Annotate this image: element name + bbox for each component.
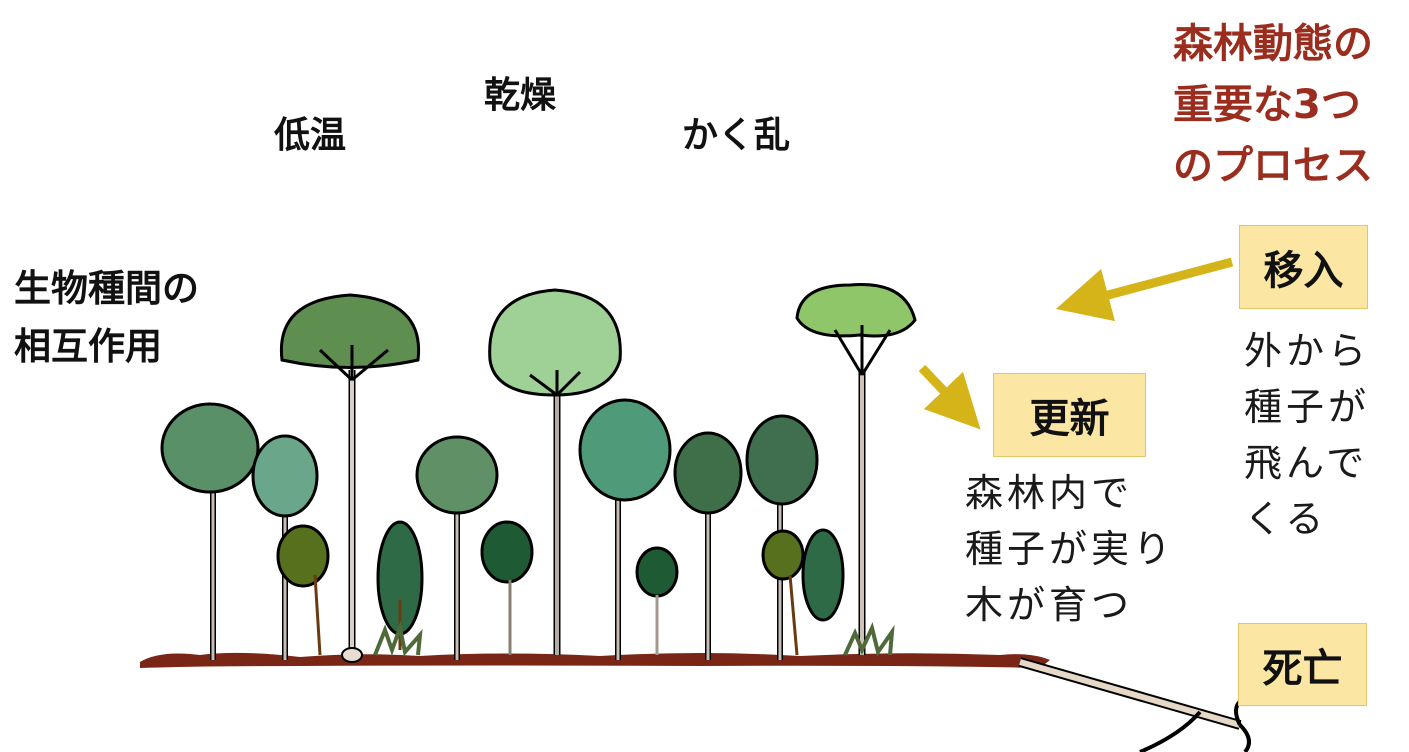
tree-center-2 (578, 398, 672, 660)
regeneration-desc-line: 森林内で (965, 471, 1134, 515)
grass-1 (373, 620, 423, 657)
regeneration-desc-line: 木が育つ (965, 583, 1134, 627)
small-tree-4 (276, 524, 330, 588)
immigration-desc-line: 外から (1244, 329, 1371, 373)
ground (140, 652, 1050, 668)
regeneration-box: 更新 (993, 373, 1146, 457)
fallen-tree (1018, 657, 1251, 752)
tall-tree-left (279, 293, 421, 663)
tree-left-2 (251, 434, 319, 660)
small-tree-6 (761, 529, 805, 581)
immigration-desc-line: 種子が (1244, 385, 1371, 429)
immigration-desc-line: くる (1244, 497, 1328, 541)
title-line-2: 重要な3つ (1173, 82, 1361, 128)
regeneration-desc-line: 種子が実り (965, 527, 1176, 571)
immigration-desc-line: 飛んで (1244, 441, 1369, 485)
small-tree-3 (635, 546, 679, 598)
immigration-box: 移入 (1239, 225, 1368, 309)
arrow-regeneration (918, 364, 981, 430)
tall-tree-center (488, 288, 622, 655)
regeneration-label: 更新 (1029, 396, 1110, 442)
immigration-label: 移入 (1263, 248, 1344, 294)
small-tree-5 (801, 528, 845, 622)
biotic-interaction-label: 生物種間の 相互作用 (14, 260, 199, 376)
tree-center-1 (415, 435, 499, 660)
mortality-label: 死亡 (1262, 645, 1343, 692)
title-line-3: のプロセス (1173, 143, 1373, 189)
interaction-line-1: 生物種間の (14, 267, 199, 310)
immigration-description: 外から 種子が 飛んで くる (1244, 323, 1370, 547)
regeneration-description: 森林内で 種子が実り 木が育つ (965, 465, 1175, 633)
factor-low-temp: 低温 (274, 115, 347, 156)
mortality-box: 死亡 (1238, 623, 1367, 706)
factor-disturbance: かく乱 (682, 115, 791, 156)
tall-tree-right (795, 282, 917, 655)
factor-dry: 乾燥 (484, 75, 557, 116)
interaction-line-2: 相互作用 (14, 325, 162, 368)
diagram-title: 森林動態の 重要な3つ のプロセス (1173, 14, 1373, 197)
tree-left-1 (160, 402, 260, 660)
grass-2 (843, 621, 895, 657)
small-tree-2 (480, 520, 534, 584)
arrow-immigration (1055, 257, 1234, 322)
tree-center-3 (673, 431, 743, 660)
tree-center-4 (745, 414, 819, 660)
title-line-1: 森林動態の (1173, 21, 1373, 67)
